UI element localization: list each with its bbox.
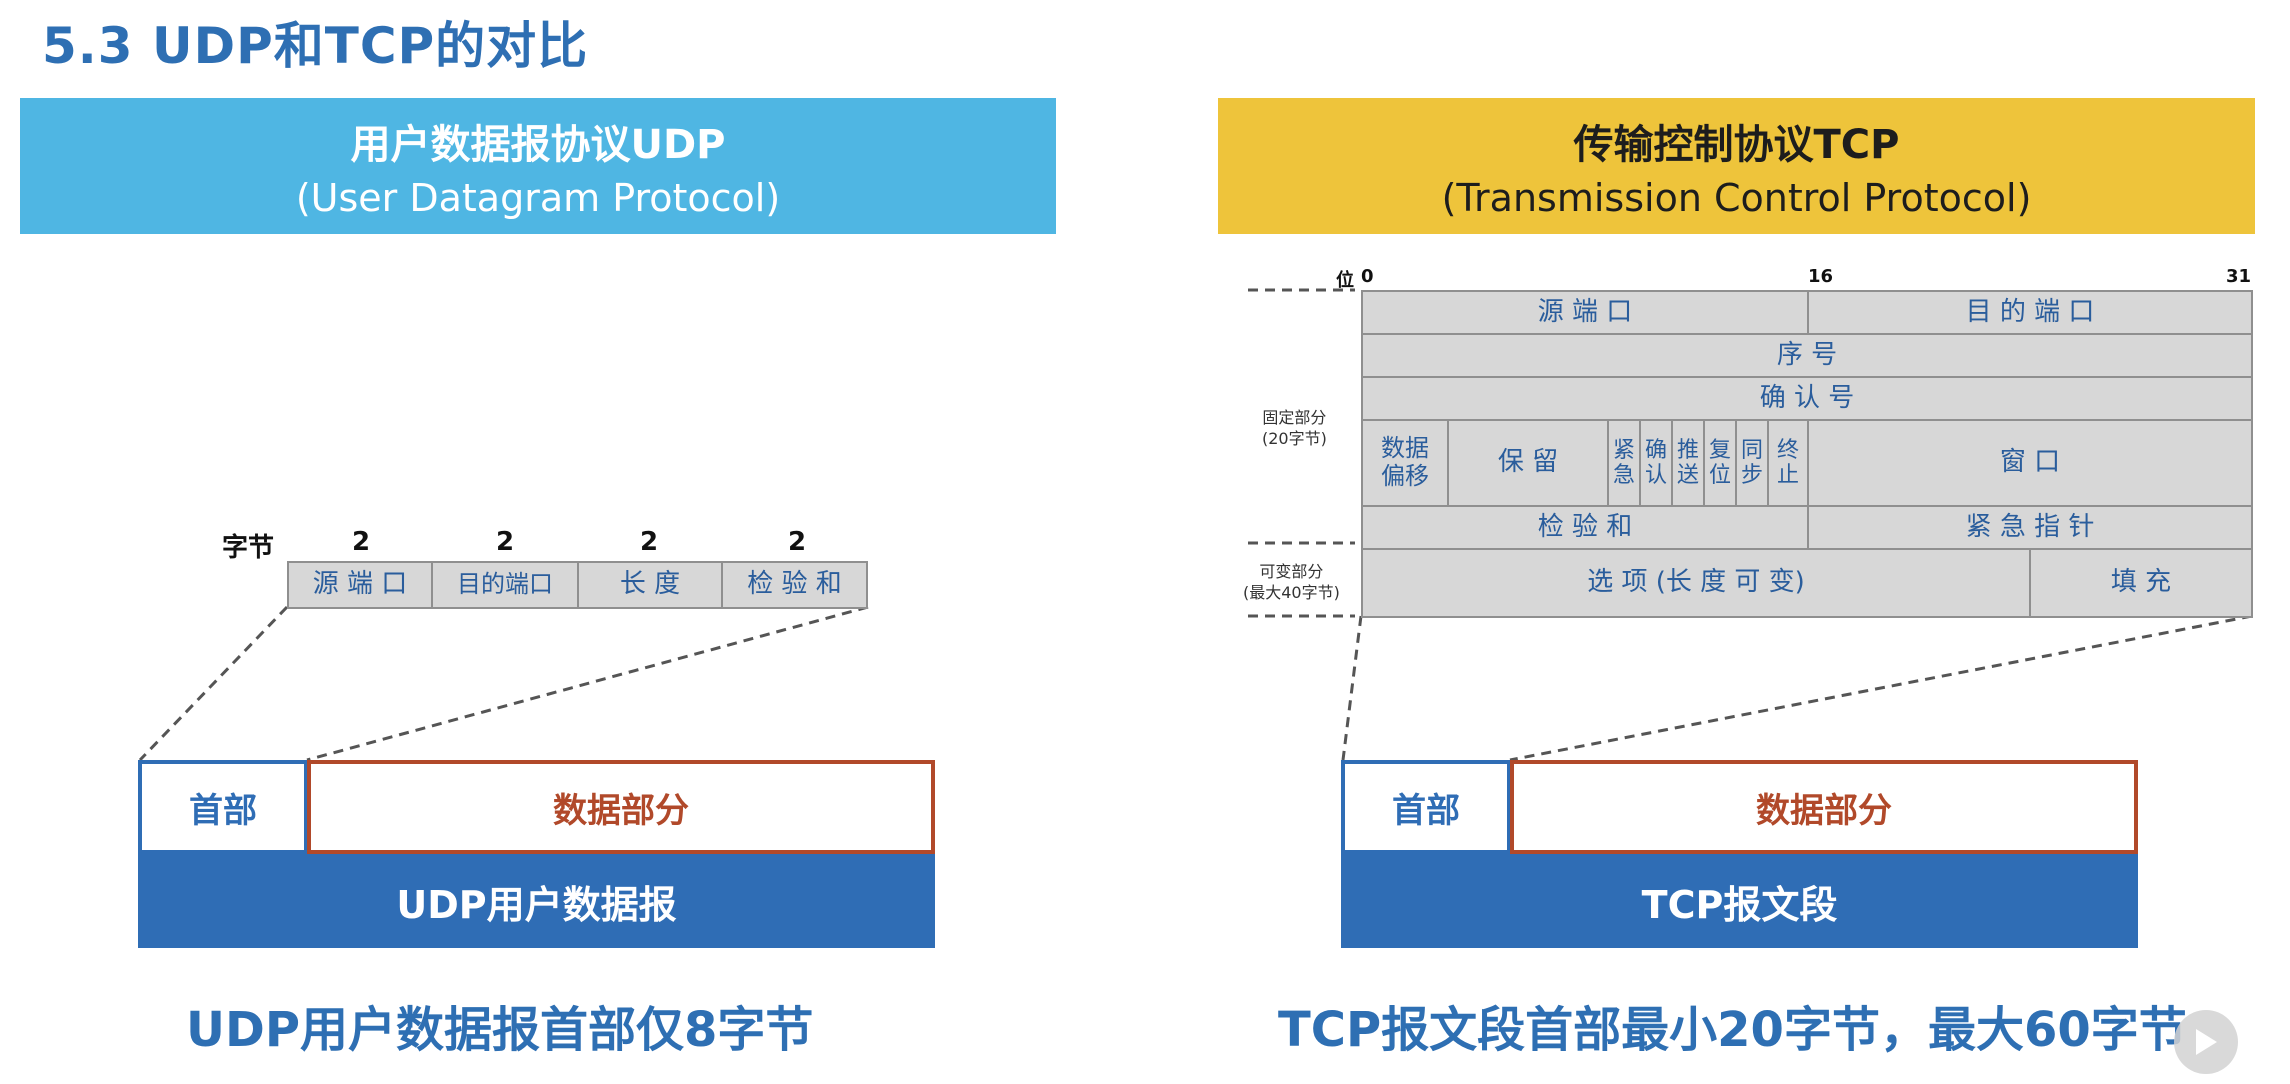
udp-left-connector xyxy=(138,605,289,762)
tcp-bit-label: 位 xyxy=(1336,270,1354,291)
tcp-left-connector xyxy=(1341,615,1363,761)
play-icon[interactable] xyxy=(2174,1010,2238,1074)
play-triangle-icon xyxy=(2196,1029,2217,1055)
udp-caption: UDP用户数据报首部仅8字节 xyxy=(186,1002,814,1058)
tcp-flag-psh: 推送 xyxy=(1671,419,1705,507)
udp-data-box: 数据部分 xyxy=(307,760,935,854)
udp-bytes-label: 字节 xyxy=(222,533,275,563)
udp-banner-subtitle: (User Datagram Protocol) xyxy=(295,176,781,220)
tcp-data-box: 数据部分 xyxy=(1510,760,2138,854)
tcp-flag-fin: 终止 xyxy=(1767,419,1809,507)
udp-byte-count: 2 xyxy=(496,527,515,557)
tcp-fixed-label-line1: 固定部分 xyxy=(1262,408,1327,427)
tcp-banner-title: 传输控制协议TCP xyxy=(1573,122,1900,168)
tcp-variable-label-line1: 可变部分 xyxy=(1259,562,1324,581)
tcp-field-src-port: 源 端 口 xyxy=(1361,290,1809,335)
udp-banner-title: 用户数据报协议UDP xyxy=(350,122,726,168)
udp-byte-count: 2 xyxy=(352,527,371,557)
tcp-fixed-label: 固定部分 (20字节) xyxy=(1262,408,1327,450)
tcp-field-data-offset: 数据偏移 xyxy=(1361,419,1449,507)
udp-banner: 用户数据报协议UDP (User Datagram Protocol) xyxy=(20,98,1056,234)
udp-field-checksum: 检 验 和 xyxy=(721,561,868,609)
tcp-field-ack: 确 认 号 xyxy=(1361,376,2253,421)
tcp-field-options: 选 项 (长 度 可 变) xyxy=(1361,548,2031,618)
tcp-bit-0: 0 xyxy=(1361,266,1374,287)
tcp-header-box: 首部 xyxy=(1341,760,1511,854)
tcp-flag-ack: 确认 xyxy=(1639,419,1673,507)
tcp-caption: TCP报文段首部最小20字节，最大60字节 xyxy=(1278,1002,2187,1058)
tcp-variable-label-line2: (最大40字节) xyxy=(1243,582,1340,602)
tcp-bit-31: 31 xyxy=(2226,266,2252,287)
tcp-segment-bar: TCP报文段 xyxy=(1341,854,2138,948)
tcp-flag-syn: 同步 xyxy=(1735,419,1769,507)
tcp-field-urgent-pointer: 紧 急 指 针 xyxy=(1807,505,2253,550)
tcp-right-connector xyxy=(1509,614,2253,762)
tcp-field-padding: 填 充 xyxy=(2029,548,2253,618)
tcp-fixed-label-line2: (20字节) xyxy=(1262,428,1327,448)
tcp-field-reserved: 保 留 xyxy=(1447,419,1609,507)
udp-byte-count: 2 xyxy=(640,527,659,557)
tcp-banner: 传输控制协议TCP (Transmission Control Protocol… xyxy=(1218,98,2255,234)
tcp-field-dst-port: 目 的 端 口 xyxy=(1807,290,2253,335)
tcp-flag-rst: 复位 xyxy=(1703,419,1737,507)
udp-field-dst-port: 目的端口 xyxy=(431,561,579,609)
tcp-bit-16: 16 xyxy=(1808,266,1834,287)
udp-right-connector xyxy=(306,605,869,762)
udp-byte-count: 2 xyxy=(788,527,807,557)
slide-title: 5.3 UDP和TCP的对比 xyxy=(42,17,589,75)
udp-field-src-port: 源 端 口 xyxy=(287,561,433,609)
tcp-field-checksum: 检 验 和 xyxy=(1361,505,1809,550)
tcp-banner-subtitle: (Transmission Control Protocol) xyxy=(1441,176,2032,220)
tcp-field-window: 窗 口 xyxy=(1807,419,2253,507)
udp-header-box: 首部 xyxy=(138,760,308,854)
tcp-variable-label: 可变部分 (最大40字节) xyxy=(1243,562,1340,604)
tcp-field-seq: 序 号 xyxy=(1361,333,2253,378)
tcp-flag-urg: 紧急 xyxy=(1607,419,1641,507)
udp-field-length: 长 度 xyxy=(577,561,723,609)
udp-datagram-bar: UDP用户数据报 xyxy=(138,854,935,948)
